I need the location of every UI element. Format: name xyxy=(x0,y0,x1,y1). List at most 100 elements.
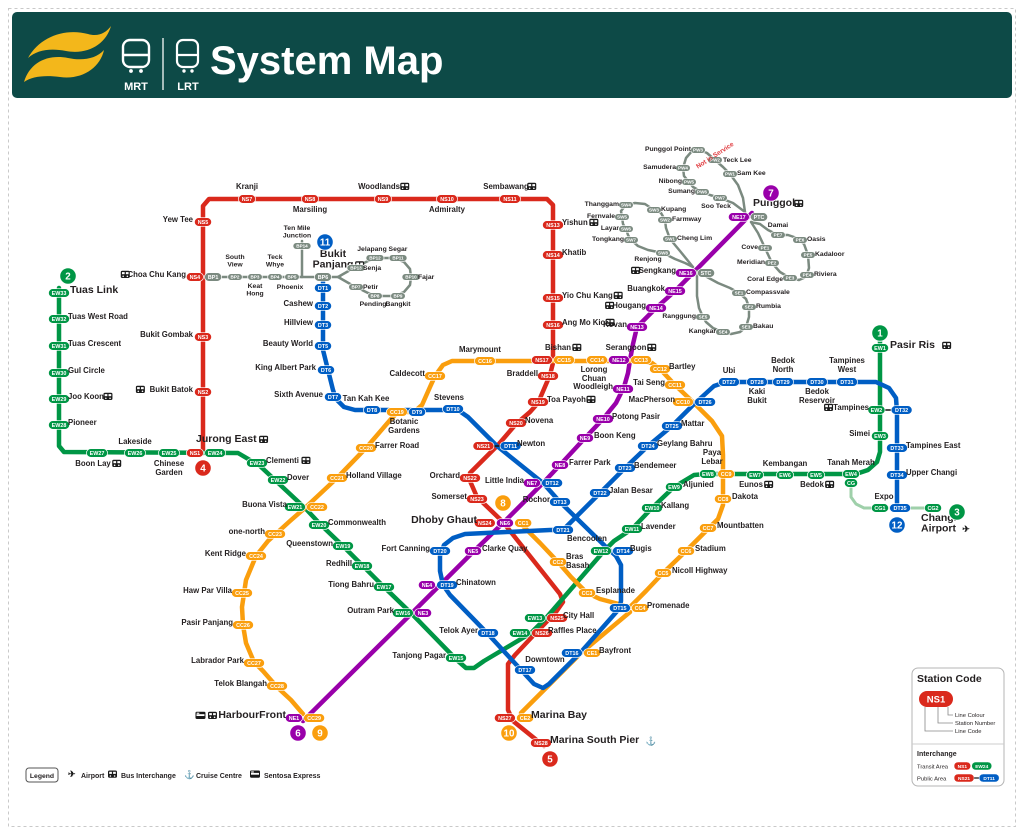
station-dt33[interactable]: DT33Tampines East xyxy=(886,441,961,453)
station-bp12[interactable]: BP12Jelapang xyxy=(357,246,387,262)
station-dt7[interactable]: DT7Sixth Avenue xyxy=(274,390,342,402)
station-cg2[interactable]: CG2ChangiAirport✈ xyxy=(921,503,970,535)
station-ew4[interactable]: EW4Tanah Merah xyxy=(827,458,875,479)
station-cc27[interactable]: CC27Labrador Park xyxy=(191,656,265,668)
station-pw1[interactable]: PW1Sam Kee xyxy=(722,170,766,178)
station-se2[interactable]: SE2Rumbia xyxy=(741,303,781,311)
station-bp5[interactable]: BP5Phoenix xyxy=(277,273,304,291)
station-ew3[interactable]: EW3Simei xyxy=(849,429,889,441)
station-ew10[interactable]: EW10Kallang xyxy=(641,501,689,513)
station-ns2[interactable]: NS2Bukit Batok xyxy=(135,385,212,397)
station-dt16-ce1[interactable]: DT16CE1Bayfront xyxy=(560,646,631,658)
station-ew18[interactable]: EW18Redhill xyxy=(326,559,373,571)
station-ns20[interactable]: NS20Novena xyxy=(505,416,554,428)
station-cc16[interactable]: CC16Marymount xyxy=(459,345,501,366)
station-cc23[interactable]: CC23one-north xyxy=(229,527,286,539)
station-ns22[interactable]: NS22Orchard xyxy=(430,471,481,483)
station-ne4-dt19[interactable]: NE4DT19Chinatown xyxy=(418,578,496,590)
station-ns4-bp1[interactable]: NS4BP1Choa Chu Kang xyxy=(120,270,223,282)
station-pw3[interactable]: PW3Punggol Point xyxy=(645,146,706,154)
station-ew17[interactable]: EW17Tiong Bahru xyxy=(328,580,395,592)
station-cc7[interactable]: CC7Mountbatten xyxy=(699,521,764,533)
station-pe5[interactable]: PE5Kadaloor xyxy=(800,251,845,259)
station-dt8[interactable]: DT8Tan Kah Kee xyxy=(343,394,390,415)
station-ne12-cc13[interactable]: NE12CC13Serangoon xyxy=(606,343,657,365)
station-ew14-ns26[interactable]: EW14NS26Raffles Place xyxy=(509,626,597,638)
station-dt25[interactable]: DT25Mattar xyxy=(661,419,704,431)
station-ew32[interactable]: EW32Tuas West Road xyxy=(48,312,128,324)
station-bp4[interactable]: BP4TeckWhye xyxy=(266,254,284,281)
station-ns17-cc15[interactable]: NS17CC15Bishan xyxy=(531,343,582,365)
station-sw6[interactable]: SW6Layar xyxy=(601,225,634,233)
station-dt30[interactable]: DT30BedokReservoir xyxy=(799,377,835,405)
station-pw5[interactable]: PW5Nibong xyxy=(659,178,697,186)
station-bp14[interactable]: BP14Ten MileJunction xyxy=(283,225,312,250)
station-ew30[interactable]: EW30Gul Circle xyxy=(48,366,105,378)
station-cc5[interactable]: CC5Nicoll Highway xyxy=(654,566,728,578)
station-cc6[interactable]: CC6Stadium xyxy=(677,544,726,556)
station-cc11[interactable]: CC11Tai Seng xyxy=(633,378,686,390)
station-cc12[interactable]: CC12Bartley xyxy=(649,362,696,374)
station-pe3[interactable]: PE3Coral Edge xyxy=(747,274,798,283)
station-dt29[interactable]: DT29BedokNorth xyxy=(771,356,796,387)
station-dt21[interactable]: DT21Bencoolen xyxy=(552,525,607,543)
station-bp3[interactable]: BP3KeatHong xyxy=(246,273,264,298)
station-ns1-ew24[interactable]: NS1EW24Jurong East xyxy=(186,433,269,458)
station-ew22[interactable]: EW22Dover xyxy=(267,473,309,485)
station-ew9[interactable]: EW9Aljunied xyxy=(665,480,714,492)
station-cc3[interactable]: CC3Esplanade xyxy=(578,586,636,598)
station-dt13[interactable]: DT13Rochor xyxy=(523,495,571,507)
station-dt28[interactable]: DT28KakiBukit xyxy=(746,377,768,405)
station-cc2[interactable]: CC2BrasBasah xyxy=(549,552,590,570)
station-ew11[interactable]: EW11Lavender xyxy=(621,522,676,534)
station-pe7[interactable]: PE7Damai xyxy=(768,222,789,239)
station-sw8[interactable]: SW8Renjong xyxy=(634,249,671,263)
station-ew7[interactable]: EW7Eunos xyxy=(739,470,774,489)
station-dt3[interactable]: DT3Hillview xyxy=(284,318,332,330)
station-cc10-dt26[interactable]: CC10DT26MacPherson xyxy=(629,395,716,407)
station-ne9[interactable]: NE9Boon Keng xyxy=(576,431,636,443)
station-ew27[interactable]: EW27Boon Lay xyxy=(75,448,122,468)
station-ew20[interactable]: EW20Commonwealth xyxy=(308,518,386,530)
station-cc21[interactable]: CC21Holland Village xyxy=(326,471,402,483)
station-cc28[interactable]: CC28Telok Blangah xyxy=(214,679,288,691)
station-ew8-cc9[interactable]: EW8CC9PayaLebar xyxy=(698,448,736,479)
station-bp11[interactable]: BP11Segar xyxy=(389,246,408,262)
station-bp8[interactable]: BP8Pending xyxy=(360,292,387,308)
station-cc17[interactable]: CC17Caldecott xyxy=(389,369,446,381)
station-ns8[interactable]: NS8Marsiling xyxy=(293,194,327,214)
station-sw4[interactable]: SW4Thanggam xyxy=(585,201,634,209)
station-pe4[interactable]: PE4Riviera xyxy=(799,271,837,279)
station-sw1[interactable]: SW1Cheng Lim xyxy=(662,235,712,243)
station-ne10[interactable]: NE10Potong Pasir xyxy=(592,412,660,424)
station-ne17-ptc[interactable]: NE17PTCPunggol xyxy=(727,197,804,222)
station-ew28[interactable]: EW28Pioneer xyxy=(48,418,97,430)
station-ns18[interactable]: NS18Braddell xyxy=(507,369,559,381)
station-ew19[interactable]: EW19Queenstown xyxy=(286,539,354,551)
station-ew33[interactable]: EW33Tuas Link xyxy=(48,284,118,298)
station-ne7-dt12[interactable]: NE7DT12Little India xyxy=(485,476,563,488)
station-ns3[interactable]: NS3Bukit Gombak xyxy=(140,330,212,342)
station-ne8[interactable]: NE8Farrer Park xyxy=(551,458,611,470)
station-cc8[interactable]: CC8Dakota xyxy=(714,492,759,504)
station-se3[interactable]: SE3Bakau xyxy=(738,323,774,331)
station-ew2-dt32[interactable]: EW2DT32Tampines xyxy=(824,403,913,415)
station-bp9[interactable]: BP9Bangkit xyxy=(386,292,412,308)
station-dt23[interactable]: DT23Bendemeer xyxy=(614,461,676,473)
station-ne5[interactable]: NE5Clarke Quay xyxy=(464,544,528,556)
station-ne14[interactable]: NE14Hougang xyxy=(605,301,667,313)
station-dt10[interactable]: DT10Stevens xyxy=(434,393,465,414)
station-dt31[interactable]: DT31TampinesWest xyxy=(829,356,866,387)
station-sw2[interactable]: SW2Farmway xyxy=(657,216,702,224)
station-ew12-dt14[interactable]: EW12DT14Bugis xyxy=(590,544,652,556)
station-cc19-dt9[interactable]: CC19DT9BotanicGardens xyxy=(386,407,427,435)
station-dt17[interactable]: DT17Downtown xyxy=(514,655,565,675)
station-ns10[interactable]: NS10Admiralty xyxy=(429,194,466,214)
station-sw5[interactable]: SW5Fernvale xyxy=(587,213,630,221)
station-dt22[interactable]: DT22Jalan Besar xyxy=(589,486,653,498)
station-bp2[interactable]: BP2SouthView xyxy=(225,254,245,281)
station-bp10[interactable]: BP10Fajar xyxy=(401,273,435,281)
station-pw6[interactable]: PW6Sumang xyxy=(668,188,710,196)
station-ne16-stc[interactable]: NE16STCSengkang xyxy=(631,266,716,278)
station-cc24[interactable]: CC24Kent Ridge xyxy=(205,549,267,561)
